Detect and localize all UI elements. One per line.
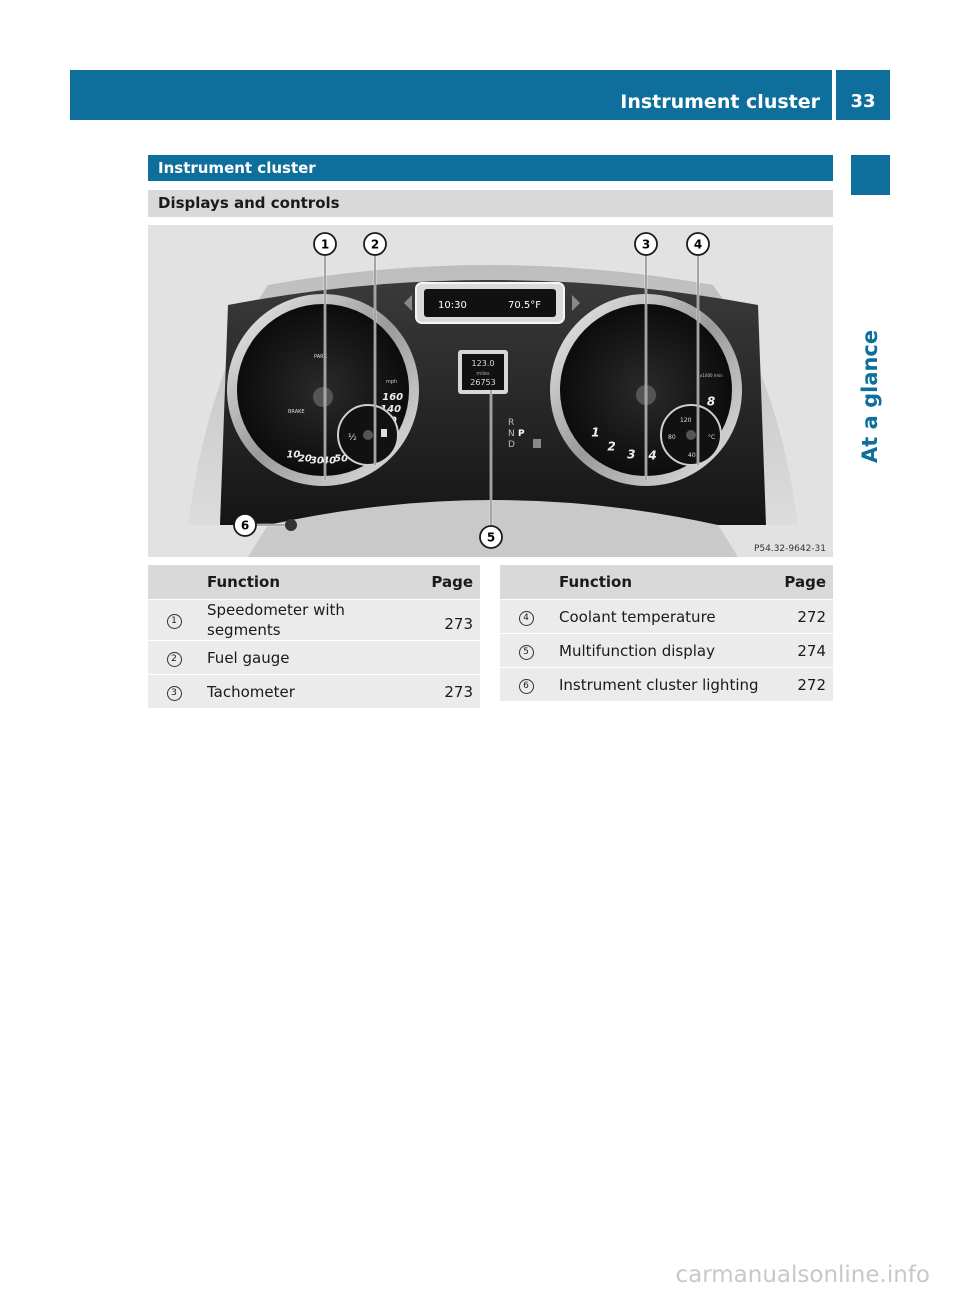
rpm-unit: x1000 /min (700, 373, 723, 378)
table-row: 4 Coolant temperature 272 (500, 599, 833, 634)
fuel-half-label: ½ (348, 433, 357, 443)
figure-code: P54.32-9642-31 (754, 544, 826, 554)
park-lamp-label: PARK (314, 354, 328, 360)
gear-letter-d: D (508, 440, 515, 450)
instrument-cluster-figure: 10:30 70.5°F 123.0 miles 26753 R N D P 1… (148, 225, 833, 557)
function-column-header: Function (552, 565, 769, 600)
speed-unit: mph (386, 379, 397, 385)
coolant-label-120: 120 (680, 417, 692, 424)
side-tab-label: At a glance (858, 330, 882, 464)
callout-1 (313, 232, 337, 256)
gear-letter-n: N (508, 429, 515, 439)
coolant-label-80: 80 (668, 434, 676, 441)
row-function: Tachometer (200, 674, 416, 709)
speed-label-160: 160 (382, 392, 403, 403)
row-number: 2 (166, 651, 182, 667)
display-time: 10:30 (438, 300, 467, 311)
callout-6-label: 6 (241, 519, 249, 533)
trip-value: 123.0 (472, 359, 495, 368)
callout-4-label: 4 (694, 238, 702, 252)
speed-label-10: 10 (286, 449, 300, 460)
header-title: Instrument cluster (620, 91, 820, 113)
callout-5 (479, 525, 503, 549)
row-page: 274 (769, 633, 833, 668)
rpm-label-8: 8 (707, 395, 715, 409)
speed-label-40: 40 (321, 456, 336, 467)
side-tab-marker (851, 155, 890, 195)
row-page: 272 (769, 667, 833, 702)
footer-watermark: carmanualsonline.info (675, 1262, 930, 1288)
row-page: 273 (416, 599, 480, 641)
right-turn-arrow-icon (572, 295, 580, 311)
header-separator (832, 70, 836, 120)
instrument-cluster-illustration: 10:30 70.5°F 123.0 miles 26753 R N D P 1… (188, 232, 826, 557)
page-number: 33 (836, 70, 890, 120)
function-column-header: Function (200, 565, 416, 600)
row-function: Fuel gauge (200, 640, 416, 675)
sport-mode-indicator (533, 439, 541, 448)
page-column-header: Page (769, 565, 833, 600)
gear-letter-r: R (508, 418, 514, 428)
lighting-knob (285, 519, 297, 531)
speedometer: 1020304050607080100120140160 mph PARK BR… (227, 294, 419, 486)
row-page: 272 (769, 599, 833, 634)
table-row: 2 Fuel gauge (148, 640, 480, 675)
speed-label-20: 20 (298, 454, 312, 465)
callout-2-label: 2 (371, 238, 379, 252)
function-table-left: Function Page 1 Speedometer with segment… (148, 565, 480, 709)
section-title: Instrument cluster (148, 155, 833, 181)
row-page: 273 (416, 674, 480, 709)
callout-3 (634, 232, 658, 256)
display-temperature: 70.5°F (508, 300, 541, 311)
row-function: Instrument cluster lighting (552, 667, 769, 702)
left-turn-arrow-icon (404, 295, 412, 311)
rpm-label-3: 3 (627, 447, 635, 461)
brake-lamp-label: BRAKE (288, 409, 305, 415)
table-row: 6 Instrument cluster lighting 272 (500, 667, 833, 702)
rpm-label-2: 2 (607, 439, 615, 453)
speed-label-30: 30 (310, 456, 324, 467)
table-row: 5 Multifunction display 274 (500, 633, 833, 668)
row-function: Multifunction display (552, 633, 769, 668)
table-row: 3 Tachometer 273 (148, 674, 480, 709)
callout-1-label: 1 (321, 238, 329, 252)
rpm-label-4: 4 (647, 449, 656, 463)
callout-3-label: 3 (642, 238, 650, 252)
callout-2 (363, 232, 387, 256)
row-page (416, 640, 480, 675)
table-row: 1 Speedometer with segments 273 (148, 599, 480, 641)
speed-label-140: 140 (380, 404, 401, 415)
callout-6 (233, 513, 257, 537)
rpm-label-1: 1 (591, 425, 599, 439)
row-number: 5 (518, 644, 534, 660)
trip-unit: miles (476, 371, 490, 377)
coolant-unit: °C (708, 434, 715, 441)
row-number: 6 (518, 678, 534, 694)
callout-5-label: 5 (487, 531, 495, 545)
row-number: 1 (166, 614, 182, 629)
speed-label-50: 50 (334, 454, 348, 465)
row-function: Speedometer with segments (200, 599, 416, 641)
coolant-label-40: 40 (688, 452, 696, 459)
fuel-pump-icon (381, 429, 387, 437)
header-bar (70, 70, 832, 120)
section-subtitle: Displays and controls (148, 190, 833, 217)
table-header-row: Function Page (148, 565, 480, 600)
row-function: Coolant temperature (552, 599, 769, 634)
page-column-header: Page (416, 565, 480, 600)
gear-selected: P (518, 429, 525, 439)
callout-4 (686, 232, 710, 256)
table-header-row: Function Page (500, 565, 833, 600)
row-number: 3 (166, 685, 182, 701)
function-table-right: Function Page 4 Coolant temperature 272 … (500, 565, 833, 702)
row-number: 4 (518, 610, 534, 626)
odometer: 26753 (470, 378, 495, 387)
